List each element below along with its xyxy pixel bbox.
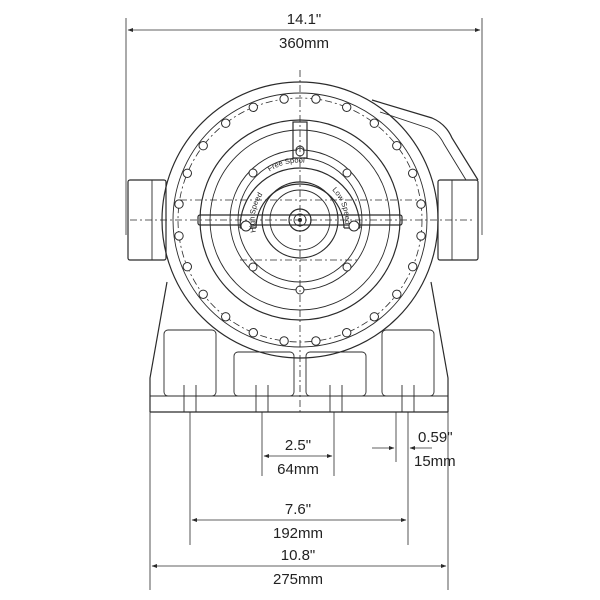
bolt-slot-metric: 15mm (414, 453, 456, 470)
flange-bolt (408, 262, 418, 272)
flange-bolt (174, 231, 184, 241)
center-gap-metric: 64mm (277, 461, 319, 478)
flange-bolt (221, 118, 231, 128)
flange-bolt (392, 141, 402, 151)
flange-bolt (416, 231, 426, 241)
flange-bolt (182, 262, 193, 272)
bolt-slot-imperial: 0.59" (418, 429, 453, 446)
flange-bolt (392, 289, 402, 299)
flange-bolt (198, 289, 208, 299)
mount-spacing-metric: 192mm (273, 525, 323, 542)
mount-spacing-imperial: 7.6" (285, 501, 311, 518)
overall-width-dimension: 14.1" 360mm (125, 11, 483, 235)
shifter-label-top: Free Spool (266, 156, 306, 174)
flange-bolt-ring (174, 94, 426, 346)
center-gap-dimension: 2.5" 64mm (261, 412, 335, 478)
base-width-imperial: 10.8" (281, 547, 316, 564)
flange-bolt (174, 199, 184, 209)
flange-bolt (311, 94, 321, 104)
flange-bolt (369, 118, 379, 128)
flange-bolt (342, 328, 352, 338)
shifter-label-left: High Speed (247, 191, 264, 234)
bolt-slot-dimension: 0.59" 15mm (372, 412, 456, 470)
flange-bolt (416, 199, 426, 209)
flange-bolt (248, 102, 259, 113)
center-lines (130, 70, 472, 412)
flange-bolt (279, 94, 289, 104)
shifter-label-right: Low Speed (331, 185, 353, 224)
flange-bolt (279, 336, 289, 346)
flange-bolt (369, 312, 379, 322)
base-width-dimension: 10.8" 275mm (149, 412, 449, 590)
base-width-metric: 275mm (273, 571, 323, 588)
winch-housing (127, 99, 479, 413)
overall-width-metric: 360mm (279, 35, 329, 52)
flange-bolt (408, 168, 418, 179)
flange-bolt (248, 328, 259, 338)
flange-bolt (342, 102, 352, 113)
flange-bolt (311, 336, 321, 346)
center-gap-imperial: 2.5" (285, 437, 311, 454)
flange-bolt (198, 141, 208, 151)
flange-bolt (182, 168, 193, 179)
mount-spacing-dimension: 7.6" 192mm (189, 412, 409, 545)
overall-width-imperial: 14.1" (287, 11, 322, 28)
flange-bolt (221, 312, 231, 322)
